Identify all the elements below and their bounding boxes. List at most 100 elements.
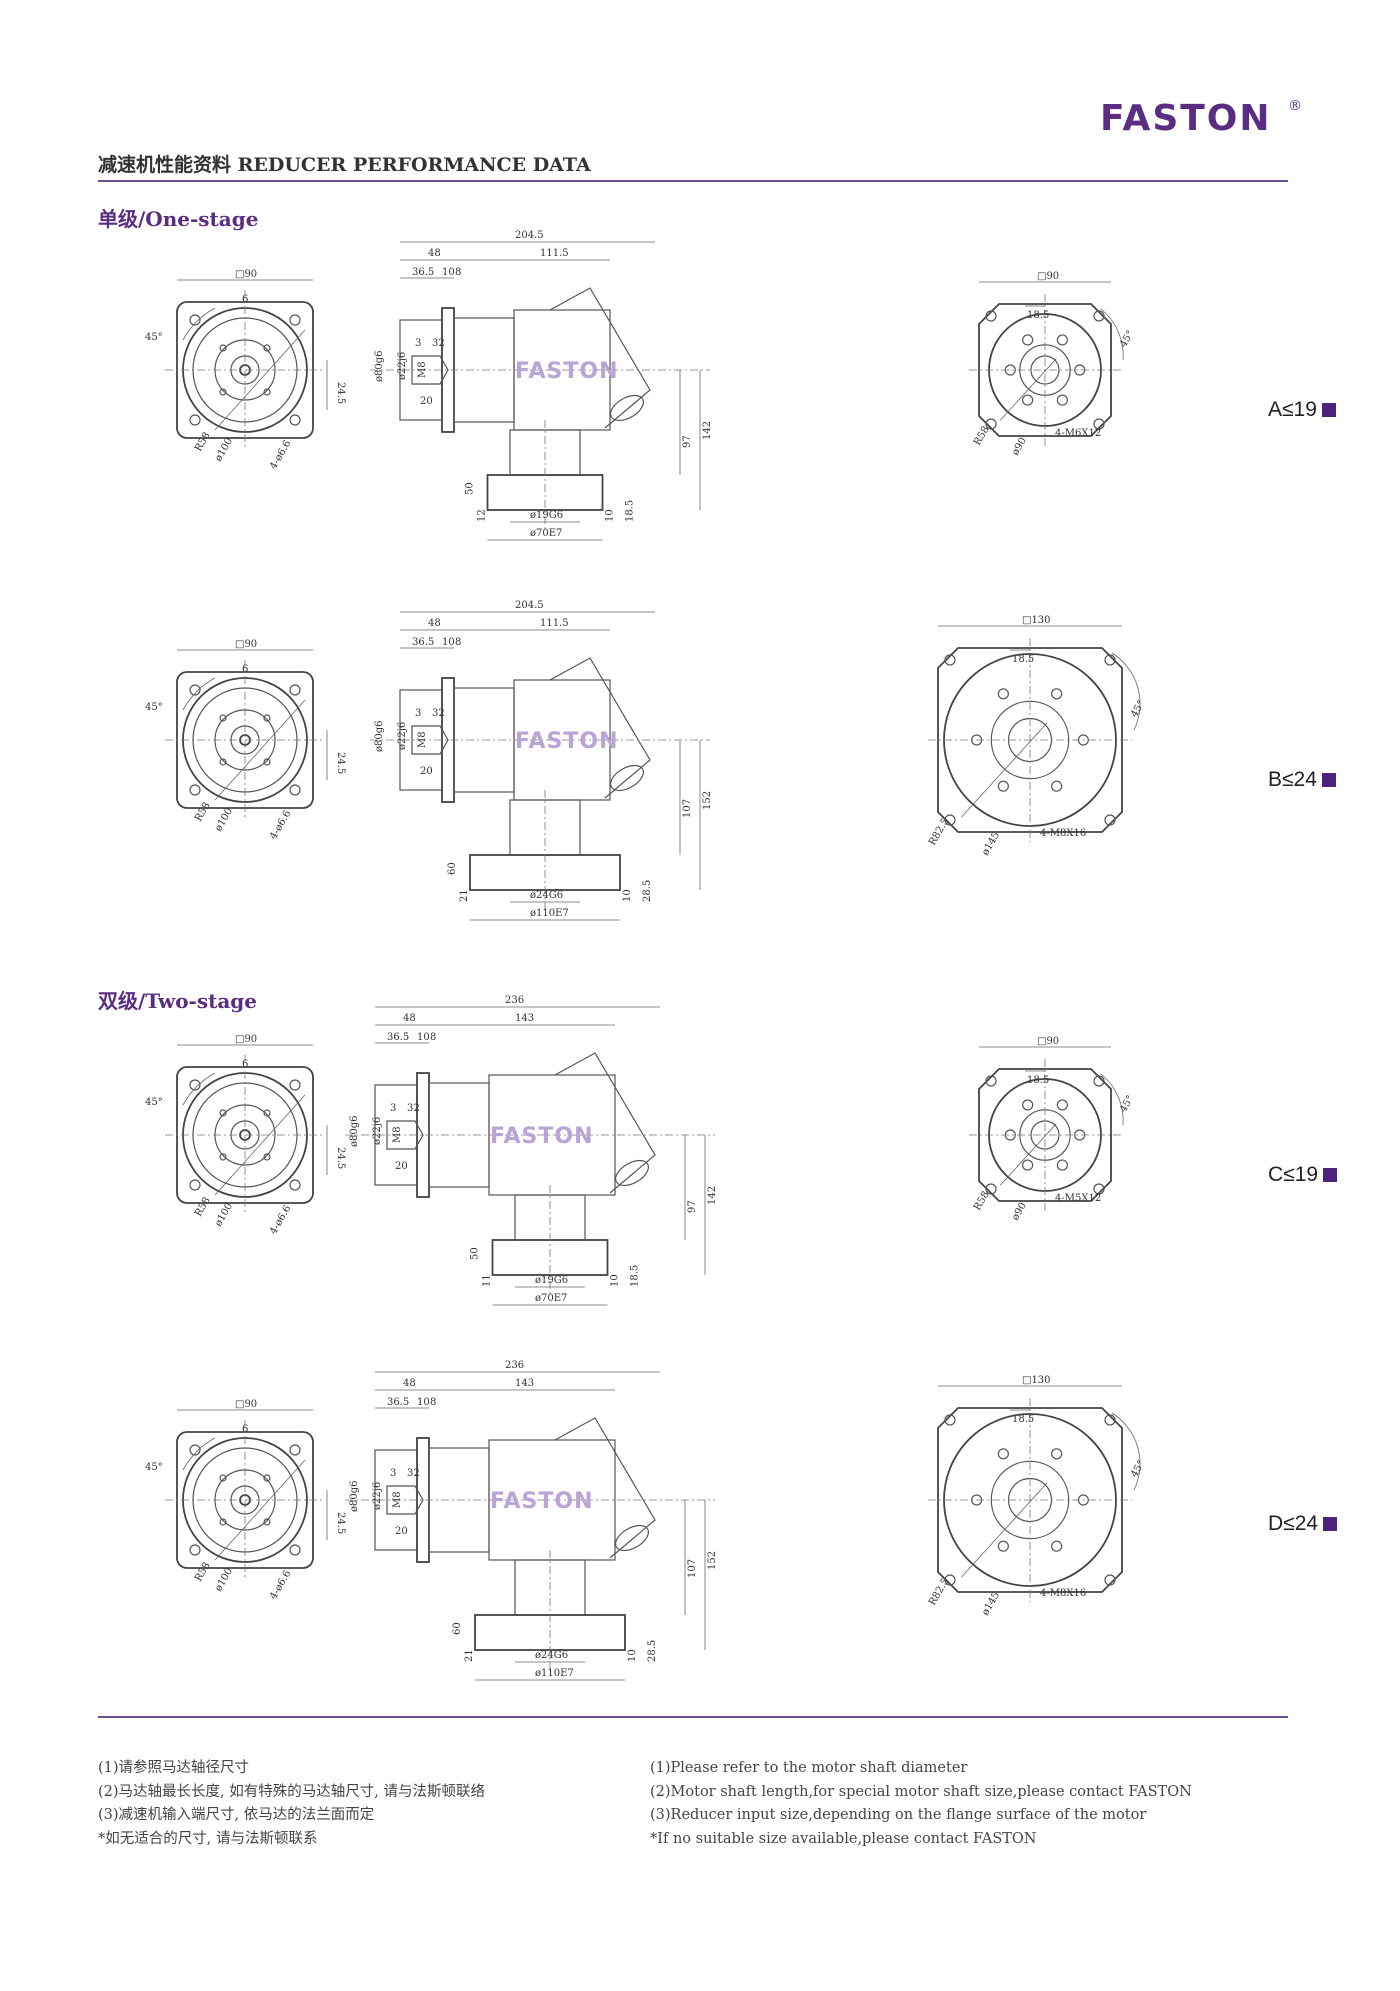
front-mount-hole <box>289 1179 301 1191</box>
front-square-dim: □90 <box>235 1034 257 1045</box>
side-h5: 10 <box>627 1649 638 1662</box>
front-inner-hole <box>219 1518 227 1526</box>
side-total-length: 204.5 <box>515 230 544 241</box>
side-h5: 10 <box>605 509 616 522</box>
rear-pcd-dim: ø145 <box>980 1590 1002 1617</box>
registered-mark: ® <box>1288 98 1300 114</box>
rear-square-dim: □90 <box>1037 1036 1059 1047</box>
rear-bolt-hole <box>997 1448 1009 1460</box>
rear-bolt-hole <box>1056 394 1068 406</box>
front-radius-dim: R58 <box>193 1195 213 1218</box>
rear-bolt-hole <box>1056 1099 1068 1111</box>
side-h6: 18.5 <box>625 500 636 522</box>
front-inner-hole <box>263 388 271 396</box>
rear-holes-dim: 4-M6X12 <box>1055 428 1101 439</box>
side-len5: 8 <box>430 1032 436 1043</box>
rear-corner-hole <box>1104 1414 1116 1426</box>
side-h4: 21 <box>459 889 470 902</box>
rear-corner-hole <box>985 418 997 430</box>
side-angle-housing <box>549 287 651 429</box>
rear-corner-hole <box>1093 310 1105 322</box>
rear-bolt-hole <box>1056 334 1068 346</box>
side-d2: 32 <box>432 338 445 349</box>
side-angle-cap <box>610 764 644 792</box>
side-len1: 48 <box>403 1378 416 1389</box>
rear-bolt-hole <box>1051 1540 1063 1552</box>
side-angle-cap <box>610 394 644 422</box>
rear-bolt-hole <box>1022 1159 1034 1171</box>
faston-logo: FASTON ® <box>1100 98 1300 138</box>
side-out-pilot: ø110E7 <box>535 1668 574 1679</box>
side-shaft-dia: ø80g6 <box>374 350 385 382</box>
rear-angle-dim: 45° <box>1129 699 1147 720</box>
side-shaft-dia: ø80g6 <box>374 720 385 752</box>
rear-pcd-dim: ø145 <box>980 830 1002 857</box>
rear-shaft-circle <box>1030 355 1060 385</box>
front-mount-hole <box>289 1079 301 1091</box>
side-h1: 142 <box>707 1186 718 1205</box>
rear-corner-hole <box>1104 814 1116 826</box>
section-title-one-stage: 单级/One-stage <box>98 207 259 231</box>
side-bore-dia: ø22j6 <box>397 352 408 380</box>
logo-text: FASTON <box>1100 98 1272 138</box>
side-bore-dia: ø22j6 <box>397 722 408 750</box>
side-d3: 20 <box>395 1526 408 1537</box>
side-h5: 10 <box>622 889 633 902</box>
side-shaft-bore <box>386 1485 424 1515</box>
rear-bolt-hole <box>1051 1448 1063 1460</box>
front-mount-hole <box>189 414 201 426</box>
side-d2: 32 <box>407 1468 420 1479</box>
side-len1: 48 <box>403 1013 416 1024</box>
front-inner-hole <box>263 1518 271 1526</box>
rear-square-dim: □130 <box>1022 1375 1051 1386</box>
rear-corner-hole <box>985 1183 997 1195</box>
rear-corner-hole <box>985 310 997 322</box>
rear-pcd-dim: ø90 <box>1010 1201 1029 1223</box>
front-pcd-dim: ø100 <box>213 1201 235 1228</box>
front-square-dim: □90 <box>235 639 257 650</box>
side-len5: 8 <box>430 1397 436 1408</box>
watermark-faston: FASTON <box>515 359 619 384</box>
rear-corner-hole <box>1093 418 1105 430</box>
front-mount-hole <box>289 684 301 696</box>
side-h1: 152 <box>702 791 713 810</box>
front-inner-hole <box>219 1474 227 1482</box>
notes-chinese: (1)请参照马达轴径尺寸 (2)马达轴最长长度, 如有特殊的马达轴尺寸, 请与法… <box>98 1757 485 1851</box>
front-mount-hole <box>289 314 301 326</box>
rear-angle-dim: 45° <box>1118 329 1136 350</box>
rear-offset-dim: 18.5 <box>1027 1075 1049 1086</box>
front-offset-dim: 6 <box>242 1424 248 1435</box>
rear-corner-hole <box>1104 654 1116 666</box>
rear-bolt-hole <box>1056 1159 1068 1171</box>
section-title-two-stage: 双级/Two-stage <box>98 989 258 1013</box>
front-inner-hole <box>219 1153 227 1161</box>
front-holes-dim: 4-ø6.6 <box>268 1569 293 1602</box>
side-shaft-dia: ø80g6 <box>349 1480 360 1512</box>
front-mount-hole <box>189 1544 201 1556</box>
front-inner-hole <box>219 344 227 352</box>
side-h4: 11 <box>482 1274 493 1287</box>
rear-holes-dim: 4-M8X16 <box>1040 828 1086 839</box>
side-bore-dia: ø22j6 <box>372 1482 383 1510</box>
side-h1: 142 <box>702 421 713 440</box>
side-angle-housing <box>549 657 651 799</box>
variant-label-c: C≤19 <box>1268 1163 1338 1187</box>
front-height-dim: 24.5 <box>335 1512 346 1534</box>
front-angle-dim: 45° <box>145 702 163 713</box>
rear-corner-hole <box>1093 1183 1105 1195</box>
side-out-shaft: ø24G6 <box>530 890 563 901</box>
side-d3: 20 <box>395 1161 408 1172</box>
front-mount-hole <box>189 1444 201 1456</box>
footer-rule <box>98 1716 1288 1718</box>
side-bore-dia: ø22j6 <box>372 1117 383 1145</box>
rear-corner-hole <box>944 1414 956 1426</box>
front-inner-hole <box>263 714 271 722</box>
front-holes-dim: 4-ø6.6 <box>268 439 293 472</box>
side-len5: 8 <box>455 637 461 648</box>
front-inner-hole <box>263 1109 271 1117</box>
